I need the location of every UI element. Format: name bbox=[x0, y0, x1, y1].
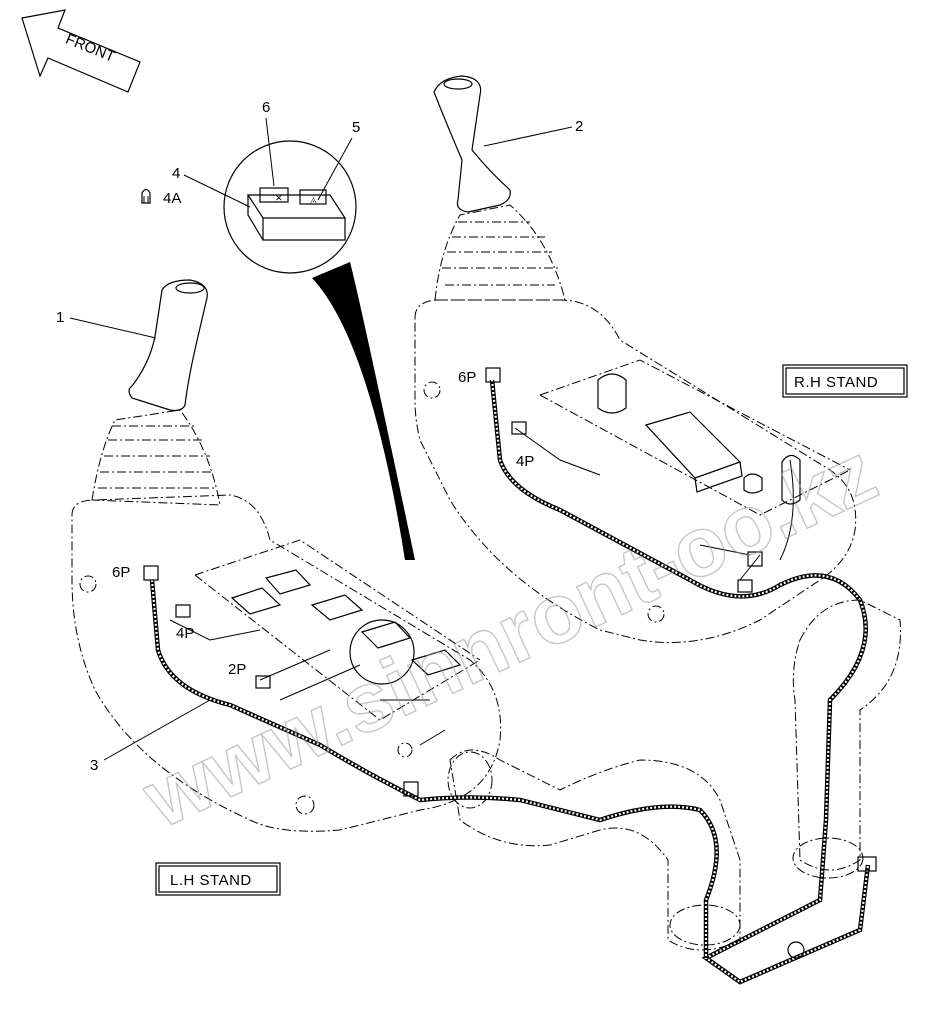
connector-icon bbox=[485, 367, 501, 383]
lh-switches bbox=[230, 569, 462, 685]
svg-text:◬: ◬ bbox=[310, 195, 317, 205]
lh-boot bbox=[91, 409, 221, 506]
lh-stand-label-box: L.H STAND bbox=[155, 862, 281, 896]
rh-control-panel bbox=[597, 373, 801, 505]
lh-2p-label: 2P bbox=[228, 661, 246, 678]
connector-icon bbox=[143, 565, 159, 581]
rh-4p-label: 4P bbox=[516, 453, 534, 470]
connector-icon bbox=[511, 421, 527, 435]
watermark: www.sinnront-oo.kz bbox=[129, 424, 890, 846]
callout-1: 1 bbox=[56, 309, 64, 326]
callout-4a: 4A bbox=[163, 190, 181, 207]
rh-stand-label: R.H STAND bbox=[794, 374, 878, 391]
callout-3: 3 bbox=[90, 757, 98, 774]
connector-icon bbox=[857, 856, 877, 872]
svg-text:✕: ✕ bbox=[275, 193, 283, 203]
joystick-icon bbox=[128, 279, 208, 412]
connector-icon bbox=[747, 551, 763, 567]
switch-detail-icon: ✕ ◬ bbox=[223, 140, 415, 560]
front-label: FRONT bbox=[63, 31, 117, 66]
ring-terminal-icon bbox=[787, 941, 805, 959]
callout-5: 5 bbox=[352, 119, 360, 136]
lh-stand bbox=[71, 279, 901, 951]
connector-icon bbox=[403, 781, 419, 797]
callout-6: 6 bbox=[262, 99, 270, 116]
rh-stand bbox=[414, 75, 857, 643]
lh-duct bbox=[447, 599, 901, 951]
connector-icon bbox=[255, 675, 271, 689]
rh-stand-label-box: R.H STAND bbox=[782, 364, 908, 398]
callout-4: 4 bbox=[172, 165, 180, 182]
bulb-icon bbox=[141, 188, 151, 204]
lh-stand-label: L.H STAND bbox=[170, 872, 252, 889]
callout-2: 2 bbox=[575, 118, 583, 135]
front-arrow-icon: FRONT bbox=[21, 9, 141, 93]
connector-icon bbox=[175, 604, 191, 618]
lh-6p-label: 6P bbox=[112, 564, 130, 581]
lh-4p-label: 4P bbox=[176, 625, 194, 642]
joystick-icon bbox=[433, 75, 511, 213]
connector-icon bbox=[737, 579, 753, 593]
rh-boot bbox=[434, 204, 566, 301]
rh-6p-label: 6P bbox=[458, 369, 476, 386]
